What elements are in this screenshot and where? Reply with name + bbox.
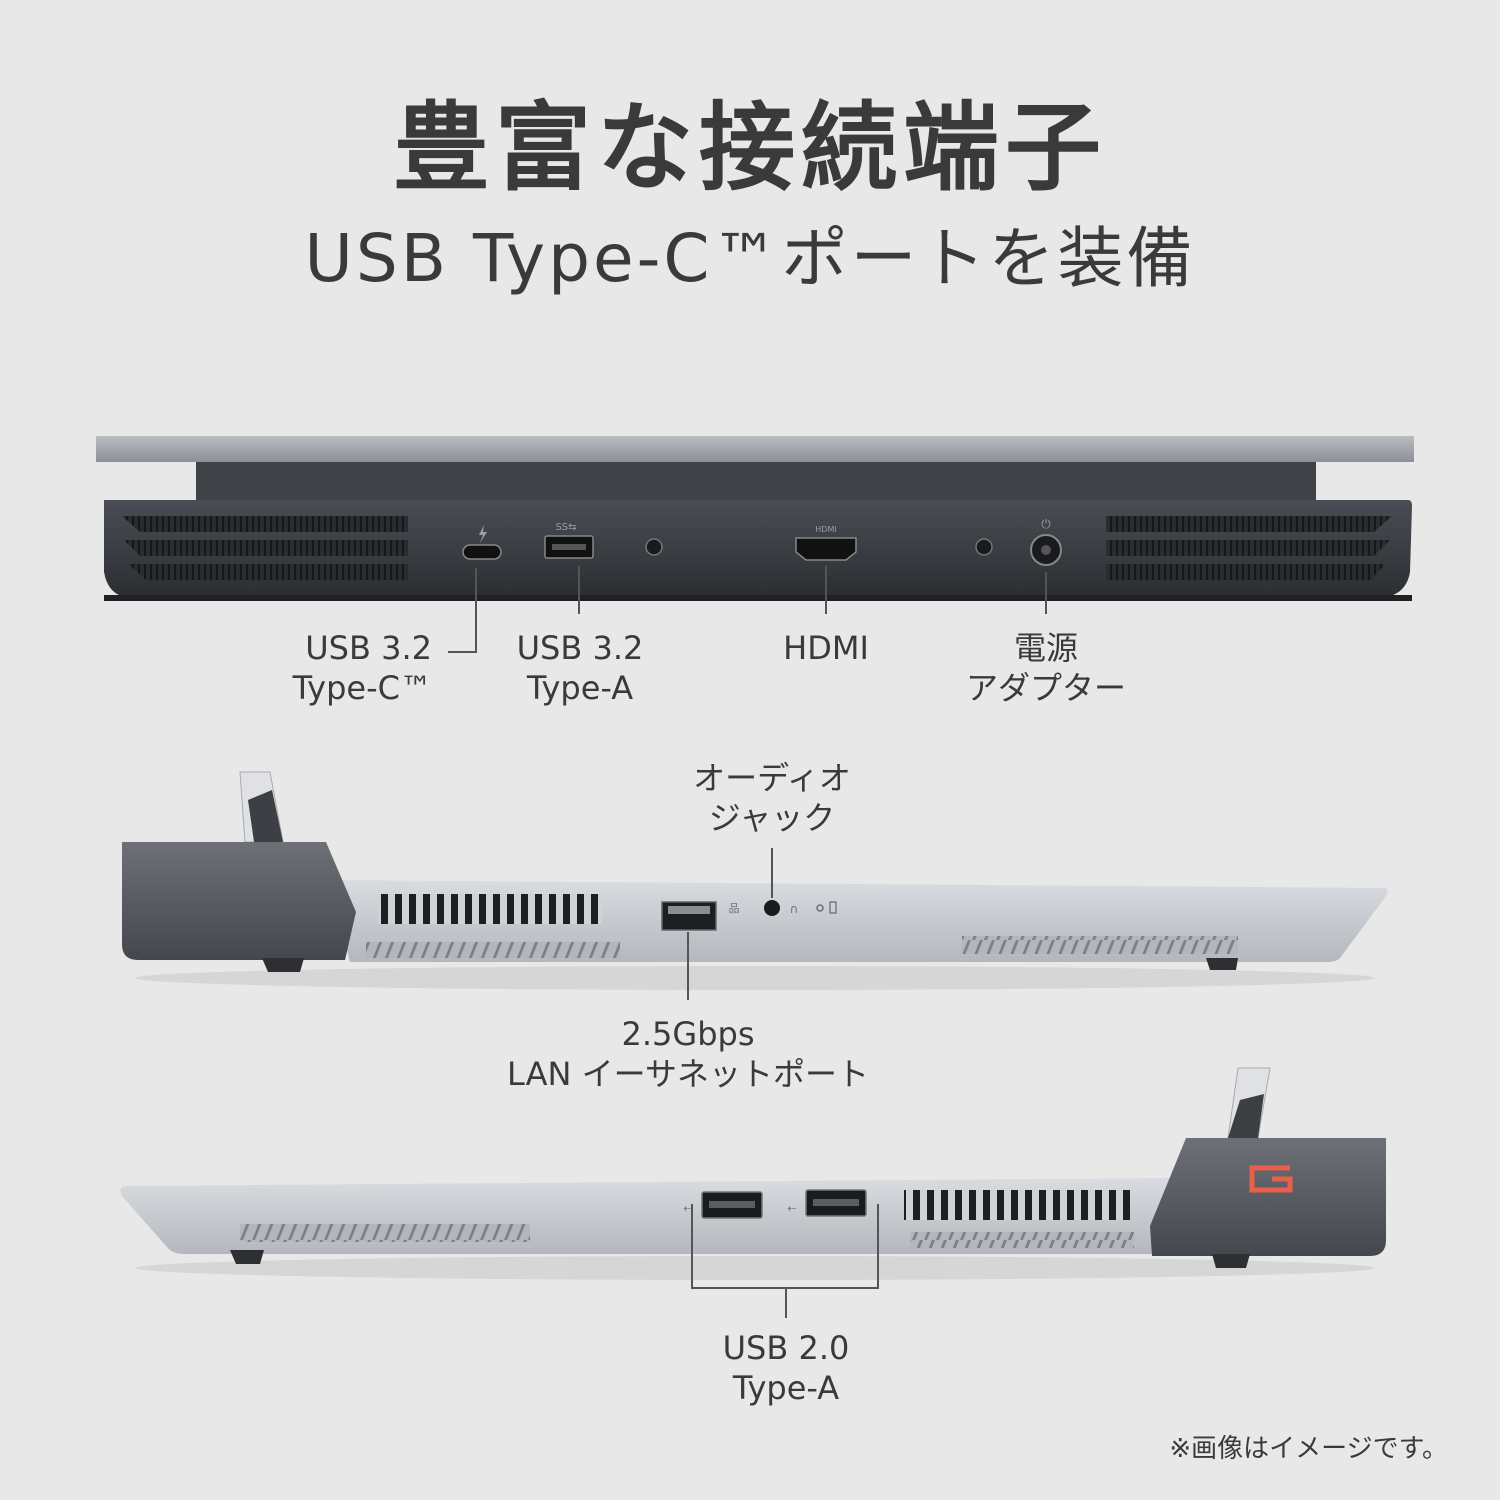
left-hinge-block: [122, 842, 356, 960]
usb-ss-icon: SS⇆: [555, 522, 576, 533]
audio-jack: [764, 900, 780, 916]
left-side-vent: [378, 894, 602, 924]
label-lan-port: 2.5Gbps LAN イーサネットポート: [507, 1015, 869, 1093]
status-led-icon: [816, 904, 824, 912]
right-side-vent: [904, 1190, 1130, 1220]
label-power-adapter: 電源 アダプター: [965, 629, 1126, 707]
usb-icon-2: ⇠: [787, 1202, 796, 1215]
hdmi-port: [795, 537, 857, 561]
battery-icon: [829, 901, 837, 914]
image-disclaimer-note: ※画像はイメージです。: [1169, 1434, 1448, 1464]
rear-screw-2: [975, 538, 993, 556]
rear-right-vent: [1106, 516, 1392, 580]
label-usb-type-c: USB 3.2 Type-C™: [292, 629, 432, 707]
label-hdmi: HDMI: [783, 629, 869, 667]
right-hinge-block: [1150, 1138, 1386, 1256]
usb-icon: ⇠: [683, 1202, 692, 1215]
rear-screw: [645, 538, 663, 556]
network-icon: 品: [729, 902, 740, 915]
label-audio-jack: オーディオ ジャック: [693, 759, 851, 837]
left-leader-lines: [687, 848, 773, 1000]
page-title: 豊富な接続端子: [393, 92, 1107, 204]
usb-c-port: [462, 544, 502, 560]
rear-left-vent: [122, 516, 408, 580]
headset-icon: ∩: [790, 902, 799, 916]
rear-lid-edge: [96, 436, 1414, 462]
rear-view: SS⇆ HDMI ⏻: [96, 436, 1414, 653]
label-usb-2-type-a: USB 2.0 Type-A: [722, 1329, 850, 1407]
thunderbolt-icon: [479, 525, 487, 543]
rear-leader-lines: [448, 566, 1047, 653]
power-icon: ⏻: [1041, 517, 1051, 531]
left-side-view: 品 ∩: [122, 771, 1388, 1000]
right-leader-lines: [691, 1204, 879, 1318]
hdmi-logo-icon: HDMI: [815, 525, 836, 534]
right-side-view: ⇠ ⇠: [120, 1067, 1386, 1318]
rear-hinge-area: [196, 462, 1316, 502]
page-subtitle: USB Type-C™ポートを装備: [304, 220, 1196, 297]
g-logo-icon: [1249, 1165, 1293, 1193]
label-usb-type-a-rear: USB 3.2 Type-A: [516, 629, 644, 707]
rear-chassis: [104, 500, 1412, 598]
